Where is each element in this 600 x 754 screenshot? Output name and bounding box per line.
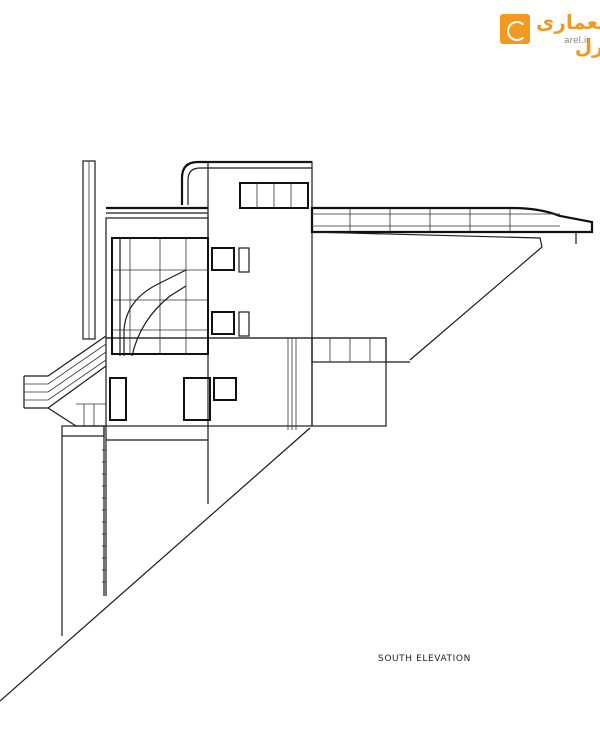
glazed-stair-window [111,237,209,357]
watermark-logo: معماری آرل arel.ir [498,6,600,58]
window-lower-left [109,377,127,421]
window-upper-right [211,247,235,271]
exterior-stair [23,335,107,427]
drawing-caption: SOUTH ELEVATION [378,654,471,664]
watermark-title: معماری آرل [536,10,600,58]
window-middle-right [211,311,235,335]
watermark-url: arel.ir [564,36,591,46]
walkway-bridge [310,206,594,248]
foundation [61,425,209,636]
window-upper-slot [238,247,250,273]
chimney [82,160,96,340]
ground-slope-line [0,427,311,702]
window-middle-slot [238,311,250,337]
window-lower-square [213,377,237,401]
window-lower-mid [183,377,211,421]
ground-slope-upper [409,246,543,361]
vertical-strip [287,338,297,430]
arel-logo-icon [500,14,530,44]
ladder-marks [102,449,106,583]
lower-deck [311,337,410,427]
